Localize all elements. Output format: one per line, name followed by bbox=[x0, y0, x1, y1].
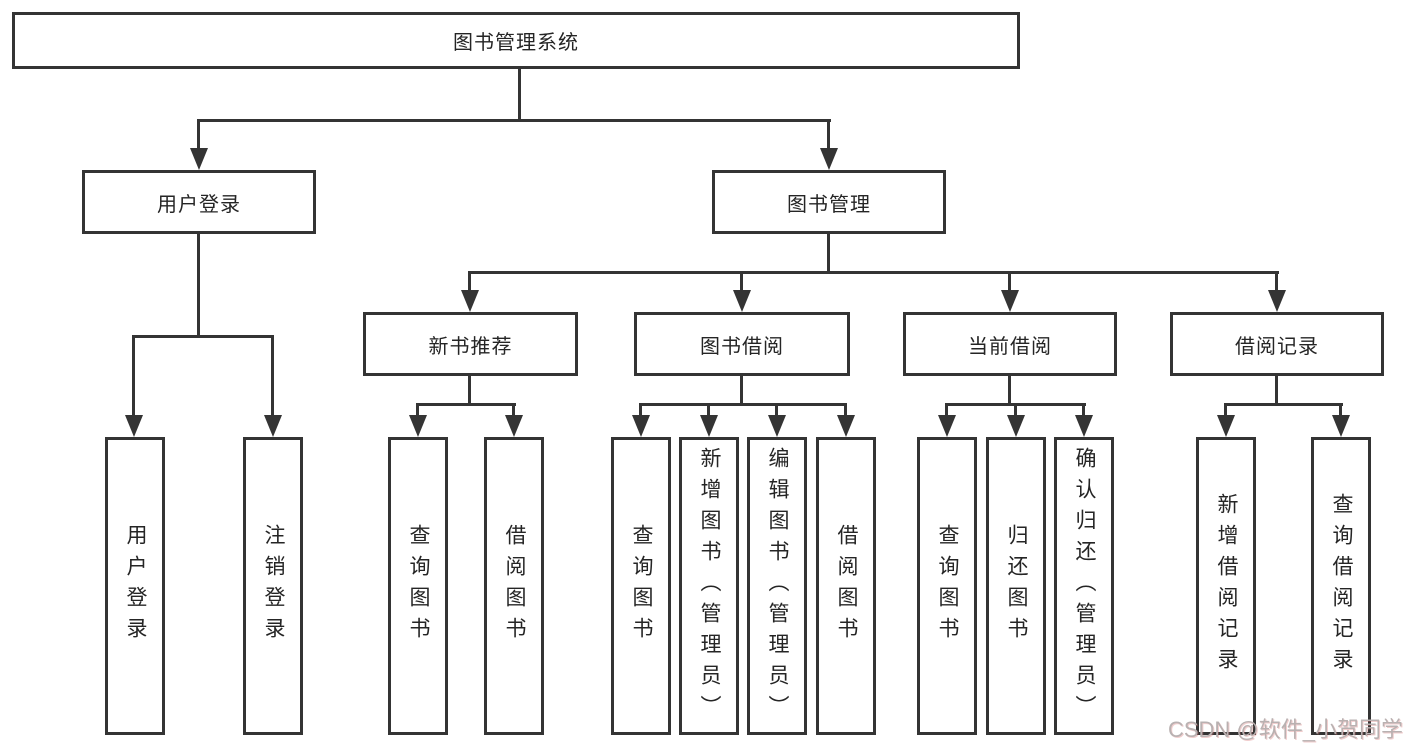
leaf-recommend-borrow-book: 借阅图书 bbox=[484, 437, 544, 735]
node-library-system: 图书管理系统 bbox=[12, 12, 1020, 69]
arrow-down-icon bbox=[768, 415, 786, 437]
arrow-down-icon bbox=[1268, 290, 1286, 312]
arrow-down-icon bbox=[264, 415, 282, 437]
leaf-borrowing-borrow-book-label: 借阅图书 bbox=[835, 524, 858, 648]
leaf-recommend-query-book-label: 查询图书 bbox=[407, 524, 430, 648]
leaf-records-query-record-label: 查询借阅记录 bbox=[1330, 493, 1353, 679]
node-book-management: 图书管理 bbox=[712, 170, 946, 234]
connector-line bbox=[639, 403, 642, 417]
connector-line bbox=[512, 403, 515, 417]
connector-line bbox=[416, 403, 419, 417]
connector-line bbox=[468, 376, 471, 405]
arrow-down-icon bbox=[409, 415, 427, 437]
arrow-down-icon bbox=[505, 415, 523, 437]
connector-line bbox=[1224, 403, 1227, 417]
connector-line bbox=[827, 234, 830, 274]
leaf-borrowing-add-book-admin-label: 新增图书（管理员） bbox=[698, 446, 721, 726]
leaf-current-return-book-label: 归还图书 bbox=[1005, 524, 1028, 648]
leaf-records-add-record: 新增借阅记录 bbox=[1196, 437, 1256, 735]
connector-line bbox=[197, 119, 831, 122]
node-new-book-recommendation: 新书推荐 bbox=[363, 312, 578, 376]
connector-line bbox=[707, 403, 710, 417]
node-book-borrowing-label: 图书借阅 bbox=[700, 335, 784, 358]
arrow-down-icon bbox=[938, 415, 956, 437]
connector-line bbox=[844, 403, 847, 417]
leaf-recommend-borrow-book-label: 借阅图书 bbox=[503, 524, 526, 648]
node-book-borrowing: 图书借阅 bbox=[634, 312, 850, 376]
arrow-down-icon bbox=[1001, 290, 1019, 312]
arrow-down-icon bbox=[632, 415, 650, 437]
connector-line bbox=[1008, 271, 1011, 292]
leaf-current-query-book: 查询图书 bbox=[917, 437, 977, 735]
connector-line bbox=[416, 403, 516, 406]
node-current-borrowing-label: 当前借阅 bbox=[968, 335, 1052, 358]
arrow-down-icon bbox=[1332, 415, 1350, 437]
leaf-borrowing-query-book-label: 查询图书 bbox=[630, 524, 653, 648]
connector-line bbox=[518, 69, 521, 121]
connector-line bbox=[468, 271, 471, 292]
arrow-down-icon bbox=[1217, 415, 1235, 437]
connector-line bbox=[740, 376, 743, 405]
node-user-login-label: 用户登录 bbox=[157, 193, 241, 216]
connector-line bbox=[945, 403, 948, 417]
arrow-down-icon bbox=[1075, 415, 1093, 437]
leaf-borrowing-edit-book-admin: 编辑图书（管理员） bbox=[747, 437, 807, 735]
leaf-records-add-record-label: 新增借阅记录 bbox=[1215, 493, 1238, 679]
leaf-records-query-record: 查询借阅记录 bbox=[1311, 437, 1371, 735]
connector-line bbox=[827, 119, 830, 150]
connector-line bbox=[775, 403, 778, 417]
leaf-logout-label: 注销登录 bbox=[262, 524, 285, 648]
leaf-borrowing-query-book: 查询图书 bbox=[611, 437, 671, 735]
node-borrowing-records-label: 借阅记录 bbox=[1235, 335, 1319, 358]
leaf-current-confirm-return-admin: 确认归还（管理员） bbox=[1054, 437, 1114, 735]
csdn-watermark: CSDN @软件_小贺同学 bbox=[1167, 717, 1403, 742]
leaf-recommend-query-book: 查询图书 bbox=[388, 437, 448, 735]
leaf-user-login-label: 用户登录 bbox=[124, 524, 147, 648]
leaf-current-confirm-return-admin-label: 确认归还（管理员） bbox=[1073, 446, 1096, 726]
node-borrowing-records: 借阅记录 bbox=[1170, 312, 1384, 376]
leaf-current-query-book-label: 查询图书 bbox=[936, 524, 959, 648]
arrow-down-icon bbox=[190, 148, 208, 170]
connector-line bbox=[468, 271, 1279, 274]
connector-line bbox=[132, 335, 274, 338]
arrow-down-icon bbox=[837, 415, 855, 437]
arrow-down-icon bbox=[700, 415, 718, 437]
connector-line bbox=[1082, 403, 1085, 417]
connector-line bbox=[197, 234, 200, 338]
leaf-user-login: 用户登录 bbox=[105, 437, 165, 735]
connector-line bbox=[639, 403, 847, 406]
arrow-down-icon bbox=[461, 290, 479, 312]
connector-line bbox=[1275, 376, 1278, 405]
connector-line bbox=[740, 271, 743, 292]
connector-line bbox=[271, 335, 274, 417]
leaf-borrowing-borrow-book: 借阅图书 bbox=[816, 437, 876, 735]
connector-line bbox=[132, 335, 135, 417]
arrow-down-icon bbox=[1007, 415, 1025, 437]
connector-line bbox=[1339, 403, 1342, 417]
leaf-borrowing-add-book-admin: 新增图书（管理员） bbox=[679, 437, 739, 735]
node-new-book-recommendation-label: 新书推荐 bbox=[428, 335, 513, 358]
connector-line bbox=[1014, 403, 1017, 417]
arrow-down-icon bbox=[733, 290, 751, 312]
node-book-management-label: 图书管理 bbox=[787, 193, 871, 216]
arrow-down-icon bbox=[125, 415, 143, 437]
connector-line bbox=[197, 119, 200, 150]
arrow-down-icon bbox=[820, 148, 838, 170]
connector-line bbox=[1008, 376, 1011, 405]
node-current-borrowing: 当前借阅 bbox=[903, 312, 1117, 376]
node-user-login: 用户登录 bbox=[82, 170, 316, 234]
connector-line bbox=[1275, 271, 1278, 292]
leaf-current-return-book: 归还图书 bbox=[986, 437, 1046, 735]
node-library-system-label: 图书管理系统 bbox=[453, 32, 579, 54]
leaf-logout: 注销登录 bbox=[243, 437, 303, 735]
leaf-borrowing-edit-book-admin-label: 编辑图书（管理员） bbox=[766, 446, 789, 726]
connector-line bbox=[1224, 403, 1343, 406]
